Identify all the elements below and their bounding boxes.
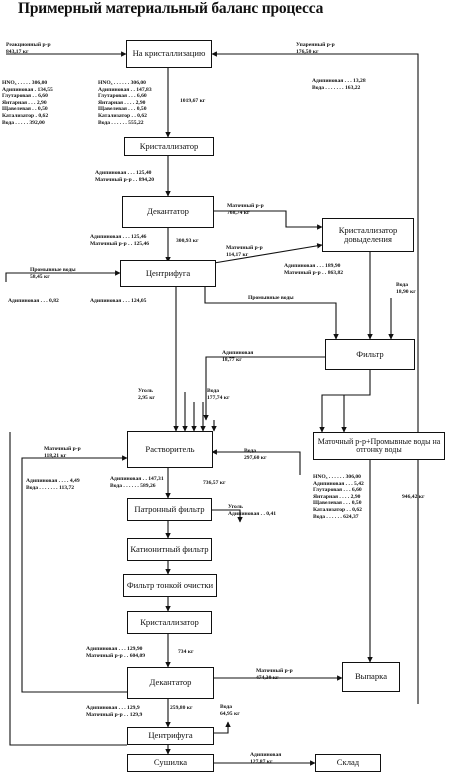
label-solvent-out: Адипиновая . . 147,31 Вода . . . . . . 5…	[110, 476, 164, 489]
flow-left-loop	[9, 432, 127, 746]
unit-evaporation: Выпарка	[342, 662, 400, 692]
unit-decanter: Декантатор	[122, 196, 214, 228]
label-return-mother: Маточный р-р 118,21 кг	[44, 446, 81, 459]
label-centrifuge-adipic-left: Адипиновая . . . 0,82	[8, 298, 59, 304]
label-wash-water-in: Промывные воды 58,45 кг	[30, 267, 76, 280]
unit-dryer: Сушилка	[127, 754, 214, 772]
flow-b6-adipic	[203, 356, 325, 421]
flow-b3-b4	[214, 210, 323, 230]
flow-b15-water	[214, 721, 231, 734]
unit-mother-liquor-wash: Маточный р-р+Промывные воды на отгонку в…	[313, 432, 445, 460]
flow-coal-out	[212, 509, 243, 523]
flow-water-return	[211, 449, 301, 475]
label-crystallization-composition: HNO₃ . . . . . . 306,00 Адипиновая . . 1…	[98, 80, 152, 126]
diagram-title: Примерный материальный баланс процесса	[18, 0, 324, 17]
label-decanter2-total: 259,80 кг	[170, 705, 193, 711]
unit-to-crystallization: На кристаллизацию	[126, 40, 212, 68]
unit-filter: Фильтр	[325, 339, 415, 370]
unit-cartridge-filter: Патронный фильтр	[127, 498, 212, 521]
unit-crystallizer: Кристаллизатор	[124, 137, 214, 156]
flow-b5-b4	[213, 243, 323, 264]
label-coal: Уголь 2,95 кг	[138, 388, 155, 401]
label-decanter-mother: Маточный р-р 768,74 кг	[227, 203, 264, 216]
unit-cation-filter: Катионитный фильтр	[127, 538, 212, 561]
label-water-return: Вода 297,60 кг	[244, 448, 267, 461]
unit-centrifuge-2: Центрифуга	[127, 727, 214, 745]
unit-fine-filter: Фильтр тонкой очистки	[123, 574, 217, 597]
unit-centrifuge-top: Центрифуга	[120, 260, 216, 287]
label-evaporated-composition: Адипиновая . . . 13,28 Вода . . . . . . …	[312, 78, 366, 91]
label-water-to-filter: Вода 18,90 кг	[396, 282, 416, 295]
label-crystallizer2-out: Адипиновая . . . 129,90 Маточный р-р . .…	[86, 646, 146, 659]
label-crystallizer-after-out: Адипиновая . . . 189,90 Маточный р-р . .…	[284, 263, 344, 276]
unit-solvent: Растворитель	[127, 431, 213, 468]
label-decanter-out: Адипиновая . . . 125,46 Маточный р-р . .…	[90, 234, 150, 247]
label-decanter-total: 300,93 кг	[176, 238, 199, 244]
label-crystallizer2-total: 734 кг	[178, 649, 194, 655]
label-mother-wash-total: 946,42 кг	[402, 494, 425, 500]
label-evaporated-solution: Упаренный р-р 176,50 кг	[296, 42, 335, 55]
unit-crystallizer-2: Кристаллизатор	[127, 611, 212, 634]
label-return-composition: Адипиновая . . . . 4,49 Вода . . . . . .…	[26, 478, 80, 491]
label-coal-out: Уголь Адипиновая . . 0,41	[228, 504, 277, 517]
label-centrifuge2-water: Вода 64,95 кг	[220, 704, 240, 717]
label-product-adipic: Адипиновая 127,87 кг	[250, 752, 282, 765]
label-wash-water-out: Промывные воды	[248, 295, 294, 301]
label-centrifuge-mother: Маточный р-р 114,17 кг	[226, 245, 263, 258]
label-crystallization-total: 1019,67 кг	[180, 98, 206, 104]
label-decanter2-mother: Маточный р-р 474,30 кг	[256, 668, 293, 681]
label-reaction-solution: Реакционный р-р 843,17 кг	[6, 42, 51, 55]
flow-b13-return	[21, 455, 128, 693]
label-solvent-total: 736,57 кг	[203, 480, 226, 486]
flow-b6-b8	[319, 370, 371, 433]
flow-evaporated-return	[211, 51, 419, 704]
unit-decanter-2: Декантатор	[127, 667, 214, 699]
label-feed-composition: HNO₃ . . . . . 306,00 Адипиновая . 134,5…	[2, 80, 53, 126]
label-mother-wash-composition: HNO₃ . . . . . . 306,00 Адипиновая . . .…	[313, 474, 364, 520]
label-filter-adipic: Адипиновая 18,77 кг	[222, 350, 254, 363]
label-decanter2-out: Адипиновая . . . 129,9 Маточный р-р . . …	[86, 705, 143, 718]
flow-wash-in	[5, 270, 121, 282]
unit-crystallizer-after: Кристаллизатор довыделения	[322, 218, 414, 252]
label-centrifuge-adipic: Адипиновая . . . 124,05	[90, 298, 147, 304]
unit-warehouse: Склад	[315, 754, 381, 772]
flow-wash-out	[204, 287, 339, 340]
label-water-to-solvent: Вода 177,74 кг	[207, 388, 230, 401]
label-crystallizer-out: Адипиновая . . . 125,40 Маточный р-р . .…	[95, 170, 155, 183]
